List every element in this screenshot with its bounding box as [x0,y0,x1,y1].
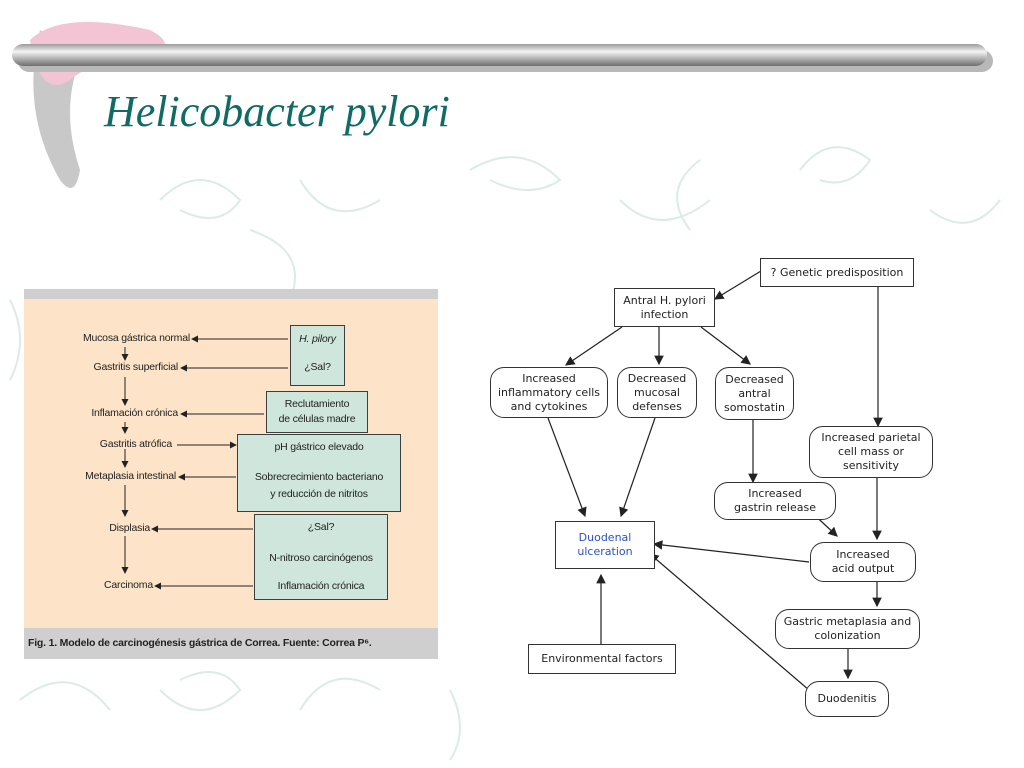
slide-title: Helicobacter pylori [104,87,450,136]
stage-gastritis-superficial: Gastritis superficial [93,361,179,373]
node-acid-output: Increased acid output [810,542,916,582]
node-gastrin-line1: Increased [748,487,802,500]
stage-displasia: Displasia [109,522,150,534]
node-parietal-line2: cell mass or [837,445,905,458]
factor-sobrecrecimiento-line1: Sobrecrecimiento bacteriano [254,471,384,483]
node-mucosal-line2: mucosal [634,385,680,399]
node-mucosal-line3: defenses [632,399,682,413]
node-parietal-line1: Increased parietal [821,431,921,444]
stage-metaplasia-intestinal: Metaplasia intestinal [85,470,176,482]
node-inflam-line3: and cytokines [510,399,588,413]
node-acid-line2: acid output [831,562,895,575]
node-antral-somostatin: Decreased antral somostatin [715,367,794,420]
node-genetic-label: ? Genetic predisposition [770,265,904,279]
flow-arrows [547,270,883,691]
factor-ph: pH gástrico elevado [274,441,364,453]
factor-box-ph-sobrecrecimiento: pH gástrico elevado Sobrecrecimiento bac… [237,434,401,512]
stage-carcinoma: Carcinoma [104,579,153,591]
node-gastrin-line2: gastrin release [734,501,816,514]
node-metaplasia-line1: Gastric metaplasia and [783,615,912,628]
factor-reclutamiento-line2: de células madre [278,413,356,425]
node-inflam-line1: Increased [522,371,576,385]
node-gastrin-release: Increased gastrin release [714,482,836,520]
node-mucosal-line1: Decreased [627,371,687,385]
correa-arrows [121,335,321,590]
stage-mucosa-normal: Mucosa gástrica normal [82,332,190,344]
node-duodenal-line1: Duodenal [578,531,632,544]
node-inflam-line2: inflammatory cells [497,385,601,399]
duodenal-ulcer-diagram: ? Genetic predisposition Antral H. pylor… [472,240,1024,760]
node-acid-line1: Increased [836,548,890,561]
figure-caption: Fig. 1. Modelo de carcinogénesis gástric… [24,628,438,659]
node-environmental-factors: Environmental factors [528,644,676,674]
node-environmental-label: Environmental factors [541,652,663,665]
node-somost-line3: somostatin [723,400,786,414]
node-inflammatory-cells: Increased inflammatory cells and cytokin… [490,367,608,418]
node-duodenal-line2: ulceration [577,545,633,558]
node-infection-line2: infection [640,307,689,321]
node-duodenitis: Duodenitis [805,681,889,717]
factor-sobrecrecimiento-line2: y reducción de nitritos [270,488,368,500]
node-parietal-cell-mass: Increased parietal cell mass or sensitiv… [809,426,933,478]
node-duodenal-ulceration: Duodenal ulceration [555,521,655,569]
factor-nitroso: N-nitroso carcinógenos [269,552,373,564]
figure-top-band [24,289,438,299]
stage-gastritis-atrofica: Gastritis atrófica [99,438,172,450]
correa-figure: Mucosa gástrica normal Gastritis superfi… [24,289,438,659]
node-duodenitis-label: Duodenitis [817,692,877,705]
node-metaplasia-line2: colonization [814,629,881,642]
factor-hpylori: H. pilory [299,333,336,345]
node-antral-infection: Antral H. pylori infection [614,288,715,327]
node-somost-line1: Decreased [725,372,784,386]
node-mucosal-defenses: Decreased mucosal defenses [617,367,697,418]
node-infection-line1: Antral H. pylori [623,293,706,307]
factor-box-displasia: ¿Sal? N-nitroso carcinógenos Inflamación… [254,514,388,600]
factor-reclutamiento-line1: Reclutamiento [284,398,350,410]
factor-sal-1: ¿Sal? [304,361,331,373]
factor-sal-2: ¿Sal? [307,521,335,533]
factor-box-hpylori: H. pilory ¿Sal? [290,325,345,386]
node-somost-line2: antral [738,386,771,400]
stage-inflamacion-cronica: Inflamación crónica [91,407,178,419]
factor-box-reclutamiento: Reclutamiento de células madre [266,391,368,433]
node-parietal-line3: sensitivity [842,459,899,472]
factor-inflamacion: Inflamación crónica [277,580,365,592]
header-rod [12,44,987,66]
node-genetic-predisposition: ? Genetic predisposition [760,258,914,287]
node-gastric-metaplasia: Gastric metaplasia and colonization [775,609,920,649]
